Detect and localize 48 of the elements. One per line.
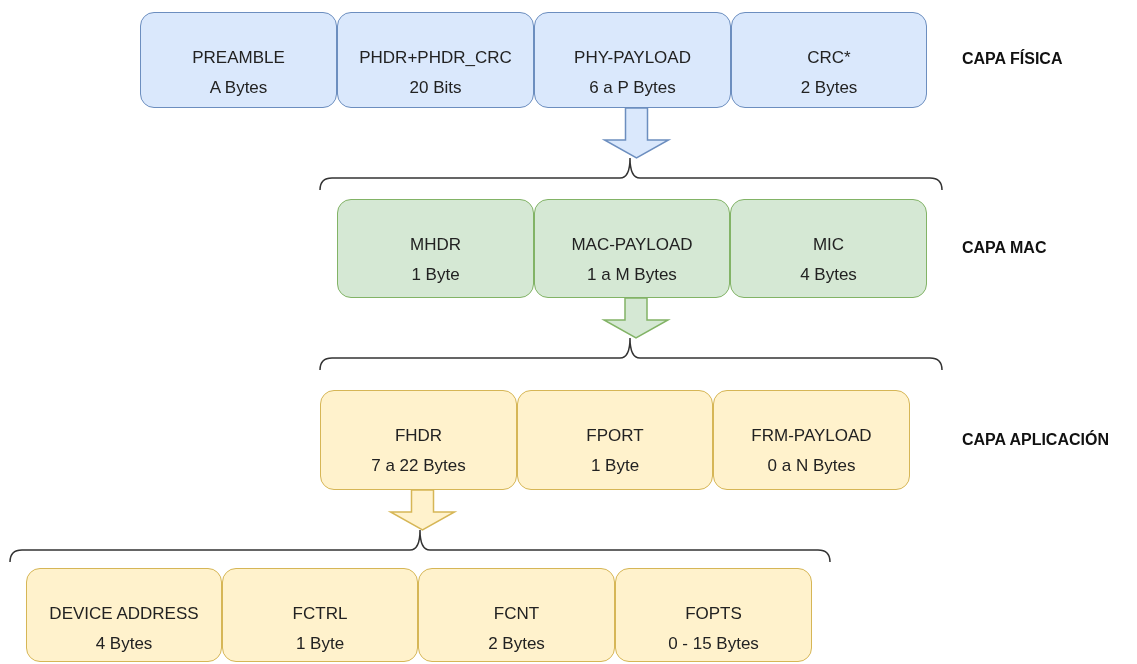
field-box bbox=[615, 568, 812, 662]
field-name: FRM-PAYLOAD bbox=[751, 425, 872, 447]
field-size: 4 Bytes bbox=[800, 264, 857, 286]
field-box bbox=[517, 390, 713, 490]
field-box bbox=[140, 12, 337, 108]
field-box bbox=[418, 568, 615, 662]
field-name: FCTRL bbox=[292, 603, 348, 625]
field-box bbox=[222, 568, 418, 662]
field-name: FCNT bbox=[493, 603, 540, 625]
field-box bbox=[337, 12, 534, 108]
field-name: CRC* bbox=[807, 47, 851, 69]
block-arrow bbox=[387, 489, 458, 531]
layer-label: CAPA APLICACIÓN bbox=[962, 431, 1109, 449]
field-size: 1 a M Bytes bbox=[587, 264, 677, 286]
field-size: 2 Bytes bbox=[800, 77, 858, 99]
field-name: FPORT bbox=[586, 425, 644, 447]
field-name: PHY-PAYLOAD bbox=[574, 47, 691, 69]
field-box bbox=[713, 390, 910, 490]
field-size: 7 a 22 Bytes bbox=[371, 455, 466, 477]
field-name: FHDR bbox=[394, 425, 443, 447]
field-name: DEVICE ADDRESS bbox=[49, 603, 199, 625]
field-size: A Bytes bbox=[209, 77, 268, 99]
field-name: MHDR bbox=[410, 234, 461, 256]
field-size: 0 a N Bytes bbox=[767, 455, 856, 477]
block-arrow bbox=[601, 297, 671, 339]
field-size: 4 Bytes bbox=[95, 633, 153, 655]
field-name: MAC-PAYLOAD bbox=[571, 234, 693, 256]
layer-label: CAPA MAC bbox=[962, 239, 1047, 257]
field-size: 0 - 15 Bytes bbox=[668, 633, 759, 655]
block-arrow bbox=[601, 107, 672, 159]
field-name: MIC bbox=[812, 234, 845, 256]
field-size: 6 a P Bytes bbox=[589, 77, 676, 99]
layer-label: CAPA FÍSICA bbox=[962, 50, 1063, 68]
field-box bbox=[26, 568, 222, 662]
field-box bbox=[320, 390, 517, 490]
field-size: 1 Byte bbox=[295, 633, 345, 655]
field-size: 1 Byte bbox=[411, 264, 460, 286]
field-name: PREAMBLE bbox=[192, 47, 285, 69]
field-box bbox=[730, 199, 927, 298]
field-size: 20 Bits bbox=[409, 77, 462, 99]
field-box bbox=[731, 12, 927, 108]
field-size: 1 Byte bbox=[590, 455, 640, 477]
field-box bbox=[337, 199, 534, 298]
field-name: FOPTS bbox=[685, 603, 742, 625]
field-box bbox=[534, 199, 730, 298]
field-name: PHDR+PHDR_CRC bbox=[359, 47, 512, 69]
field-size: 2 Bytes bbox=[488, 633, 545, 655]
field-box bbox=[534, 12, 731, 108]
